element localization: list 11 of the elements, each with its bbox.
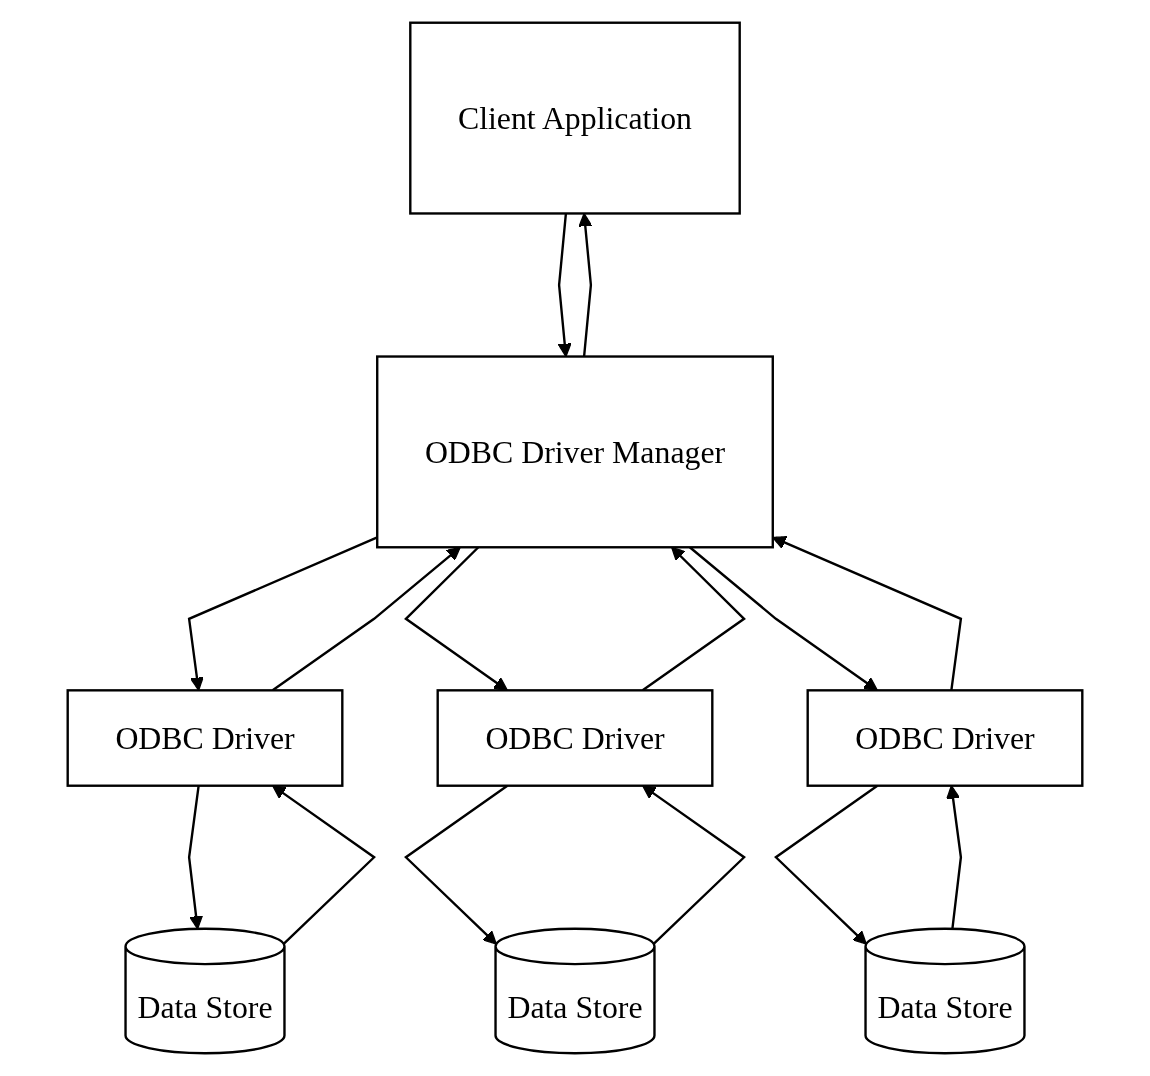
arrow — [187, 536, 378, 691]
node-box: ODBC Driver — [436, 689, 714, 787]
arrow — [946, 785, 963, 929]
arrow — [272, 785, 376, 945]
node-box: ODBC Driver Manager — [376, 355, 774, 549]
node-box: ODBC Driver — [806, 689, 1084, 787]
node-box: Client Application — [409, 21, 741, 215]
arrow — [642, 785, 746, 945]
node-box: ODBC Driver — [66, 689, 344, 787]
arrow — [772, 536, 963, 691]
arrow — [187, 785, 204, 930]
